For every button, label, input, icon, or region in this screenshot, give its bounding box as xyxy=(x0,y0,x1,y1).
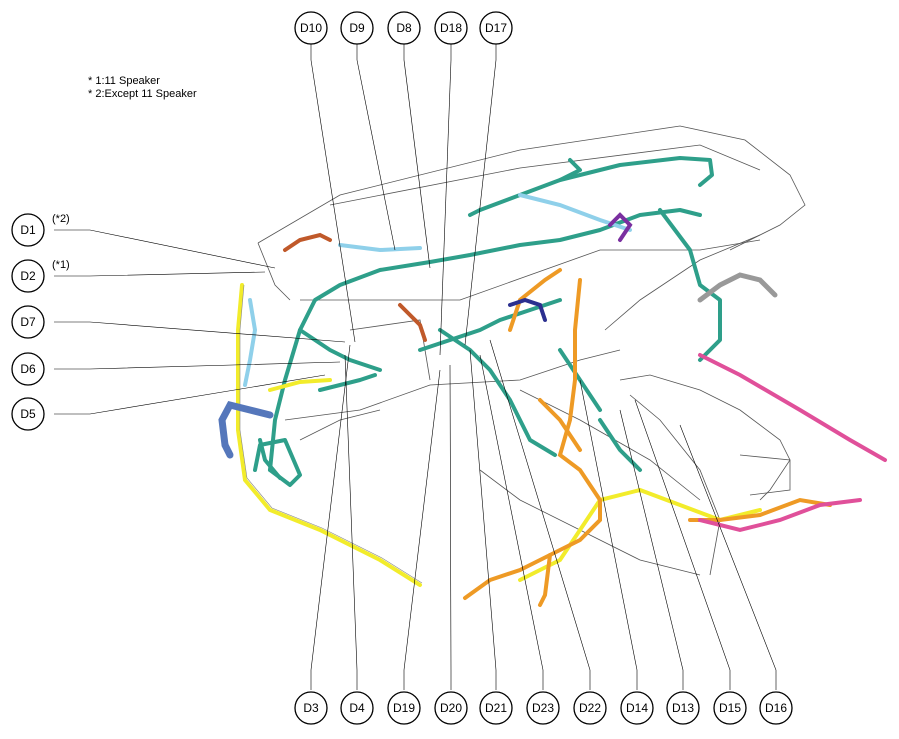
dashboard-outline xyxy=(257,125,806,576)
svg-text:D13: D13 xyxy=(672,701,694,715)
harness-yellow-outline xyxy=(239,284,423,584)
svg-text:D18: D18 xyxy=(440,21,462,35)
svg-text:D4: D4 xyxy=(349,701,365,715)
svg-text:D15: D15 xyxy=(719,701,741,715)
connector-d20: D20 xyxy=(434,691,468,725)
connector-d1: D1 xyxy=(11,213,45,247)
harness-purple xyxy=(608,212,633,242)
connector-d21: D21 xyxy=(479,691,513,725)
connector-d19: D19 xyxy=(387,691,421,725)
connector-d17: D17 xyxy=(479,11,513,45)
svg-text:D8: D8 xyxy=(396,21,412,35)
connector-d3: D3 xyxy=(294,691,328,725)
harness-teal xyxy=(253,156,722,487)
svg-text:D10: D10 xyxy=(300,21,322,35)
harness-blue-dark xyxy=(508,297,547,322)
svg-text:D23: D23 xyxy=(532,701,554,715)
svg-text:D1: D1 xyxy=(20,223,36,237)
svg-text:D22: D22 xyxy=(579,701,601,715)
caption-d1: (*2) xyxy=(52,213,70,225)
connector-d6: D6 xyxy=(11,352,45,386)
connector-d13: D13 xyxy=(666,691,700,725)
note-2: * 2:Except 11 Speaker xyxy=(88,88,197,100)
legend-notes: * 1:11 Speaker * 2:Except 11 Speaker xyxy=(88,75,197,101)
svg-text:D16: D16 xyxy=(765,701,787,715)
connector-d5: D5 xyxy=(11,397,45,431)
svg-text:D19: D19 xyxy=(393,701,415,715)
connector-d16: D16 xyxy=(759,691,793,725)
caption-d2: (*1) xyxy=(52,259,70,271)
svg-text:D9: D9 xyxy=(349,21,365,35)
note-1: * 1:11 Speaker xyxy=(88,75,160,87)
harness-lightblue xyxy=(243,193,632,387)
connector-d10: D10 xyxy=(294,11,328,45)
left-connectors: D1 (*2) D2 (*1) D7 D6 D5 xyxy=(11,213,70,431)
connector-d14: D14 xyxy=(620,691,654,725)
harness-orange xyxy=(463,268,832,607)
svg-text:D14: D14 xyxy=(626,701,648,715)
leader-lines xyxy=(54,44,777,690)
svg-text:D7: D7 xyxy=(20,315,36,329)
svg-text:D2: D2 xyxy=(20,269,36,283)
svg-text:D17: D17 xyxy=(485,21,507,35)
harness-blue xyxy=(218,400,274,459)
svg-text:D3: D3 xyxy=(303,701,319,715)
connector-d9: D9 xyxy=(340,11,374,45)
connector-d15: D15 xyxy=(713,691,747,725)
connector-d22: D22 xyxy=(573,691,607,725)
svg-text:D21: D21 xyxy=(485,701,507,715)
bottom-connectors: D3 D4 D19 D20 D21 D23 D22 D14 D13 D15 D1… xyxy=(294,691,793,725)
svg-text:D20: D20 xyxy=(440,701,462,715)
svg-text:D5: D5 xyxy=(20,407,36,421)
top-connectors: D10 D9 D8 D18 D17 xyxy=(294,11,513,45)
harness-brown xyxy=(283,232,427,342)
connector-d2: D2 xyxy=(11,259,45,293)
harness-gray xyxy=(697,272,778,303)
harness-pink xyxy=(698,353,887,533)
connector-d7: D7 xyxy=(11,305,45,339)
harness-yellow xyxy=(236,283,762,587)
connector-d18: D18 xyxy=(434,11,468,45)
connector-d4: D4 xyxy=(340,691,374,725)
connector-d23: D23 xyxy=(526,691,560,725)
svg-text:D6: D6 xyxy=(20,362,36,376)
connector-d8: D8 xyxy=(387,11,421,45)
